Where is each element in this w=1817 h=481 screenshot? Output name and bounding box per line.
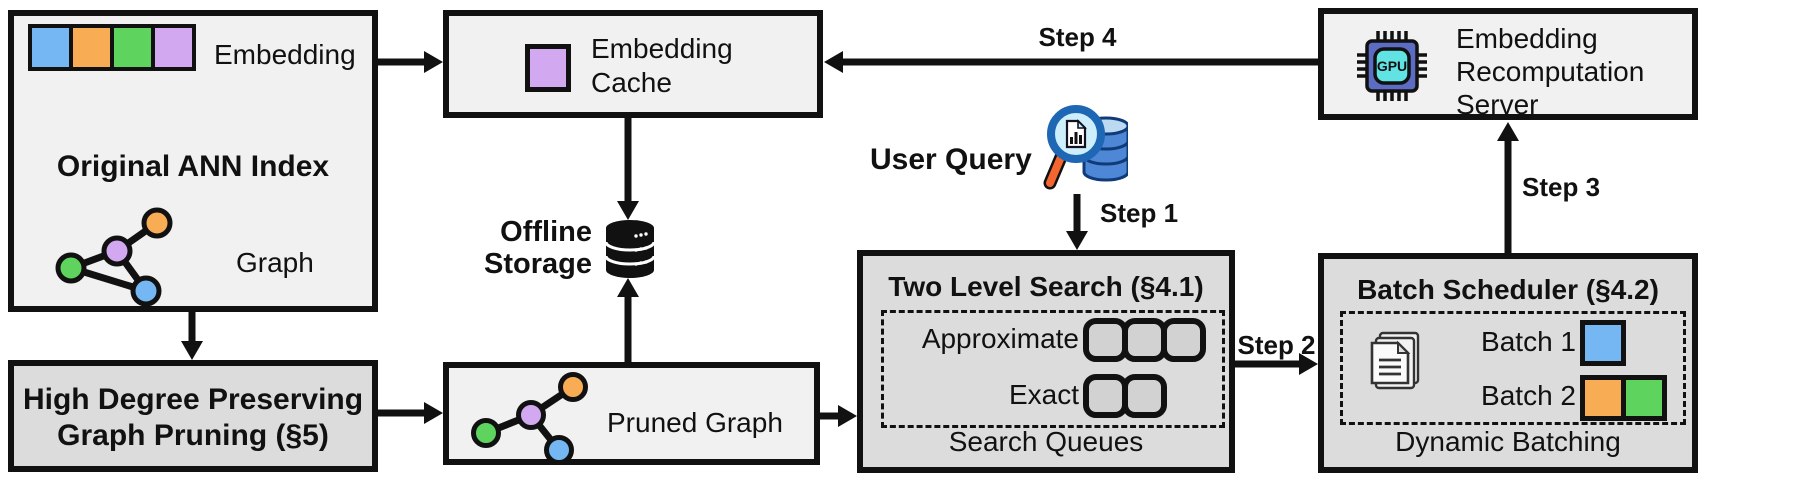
graph-pruning-label: High Degree Preserving Graph Pruning (§5… bbox=[22, 383, 364, 452]
graph-node-purple bbox=[516, 400, 546, 430]
two-level-search-box: Two Level Search (§4.1) Approximate Exac… bbox=[857, 250, 1235, 473]
batch2-item-green bbox=[1621, 375, 1667, 421]
graph-label: Graph bbox=[236, 247, 314, 278]
embedding-vector-swatches bbox=[28, 24, 196, 71]
exact-queue-slots bbox=[1083, 374, 1167, 418]
graph-node-orange bbox=[141, 207, 173, 239]
batch2-label: Batch 2 bbox=[1481, 380, 1576, 411]
embedding-swatch-purple bbox=[151, 24, 196, 71]
approximate-queue-label: Approximate bbox=[921, 323, 1079, 354]
arrow-pruning-to-prunedgraph bbox=[378, 402, 443, 424]
arrow-search-to-batch-step2 bbox=[1235, 353, 1318, 375]
cached-embedding-swatch bbox=[525, 44, 571, 92]
approximate-queue-slots bbox=[1083, 318, 1206, 362]
graph-node-green bbox=[55, 252, 87, 284]
graph-node-green bbox=[471, 418, 501, 448]
original-ann-index-box: Embedding Original ANN Index Graph bbox=[8, 10, 378, 312]
pruned-graph-icon bbox=[471, 372, 588, 465]
recomputation-server-box: GPU Embedding Recomputation Server bbox=[1318, 8, 1698, 120]
step2-label: Step 2 bbox=[1237, 330, 1316, 360]
batch1-item-blue bbox=[1580, 320, 1626, 366]
arrow-batch-to-server-step3 bbox=[1497, 122, 1519, 253]
arrow-index-to-pruning bbox=[181, 312, 203, 360]
arrow-prunedgraph-to-search bbox=[820, 405, 857, 427]
two-level-search-title: Two Level Search (§4.1) bbox=[888, 271, 1204, 302]
embedding-cache-label: Embedding Cache bbox=[591, 33, 733, 98]
graph-node-orange bbox=[558, 372, 588, 402]
arrow-query-to-search-step1 bbox=[1066, 194, 1088, 250]
exact-queue-label: Exact bbox=[1008, 379, 1079, 410]
ann-graph-icon bbox=[55, 207, 173, 307]
recomputation-server-label: Embedding Recomputation Server bbox=[1456, 23, 1645, 120]
gpu-chip-icon: GPU bbox=[1357, 31, 1427, 101]
embedding-label: Embedding bbox=[214, 39, 356, 70]
dynamic-batching-caption: Dynamic Batching bbox=[1395, 426, 1621, 458]
query-documents-icon bbox=[1370, 331, 1420, 390]
batch-scheduler-title: Batch Scheduler (§4.2) bbox=[1357, 274, 1659, 305]
offline-storage-database-icon bbox=[604, 220, 656, 278]
user-query-icon bbox=[1043, 105, 1128, 190]
dynamic-batching-dashed-panel bbox=[1340, 311, 1686, 425]
arrow-index-to-cache bbox=[378, 51, 443, 73]
search-queues-caption: Search Queues bbox=[948, 426, 1144, 458]
user-query-label: User Query bbox=[870, 143, 1032, 176]
pruned-graph-label: Pruned Graph bbox=[607, 407, 783, 438]
arrow-prunedgraph-to-storage bbox=[617, 278, 639, 362]
step1-label: Step 1 bbox=[1100, 198, 1179, 228]
offline-storage-label: Offline Storage bbox=[484, 216, 592, 280]
batch1-label: Batch 1 bbox=[1481, 326, 1576, 357]
gpu-chip-text: GPU bbox=[1377, 58, 1407, 74]
graph-node-blue bbox=[544, 435, 574, 465]
queue-slot bbox=[1161, 318, 1206, 362]
graph-node-purple bbox=[101, 235, 133, 267]
graph-node-blue bbox=[130, 275, 162, 307]
search-queues-dashed-panel bbox=[881, 310, 1225, 428]
queue-slot bbox=[1122, 374, 1167, 418]
embedding-cache-box: Embedding Cache bbox=[443, 10, 823, 118]
arrow-server-to-cache-step4 bbox=[824, 51, 1318, 73]
batch-scheduler-box: Batch Scheduler (§4.2) Batch 1 Batch 2 D… bbox=[1318, 253, 1698, 473]
graph-pruning-box: High Degree Preserving Graph Pruning (§5… bbox=[8, 360, 378, 472]
arrow-cache-to-storage bbox=[617, 118, 639, 220]
pruned-graph-box: Pruned Graph bbox=[443, 362, 820, 465]
step4-label: Step 4 bbox=[1038, 22, 1117, 52]
original-ann-index-title: Original ANN Index bbox=[56, 150, 330, 183]
step3-label: Step 3 bbox=[1522, 172, 1601, 202]
